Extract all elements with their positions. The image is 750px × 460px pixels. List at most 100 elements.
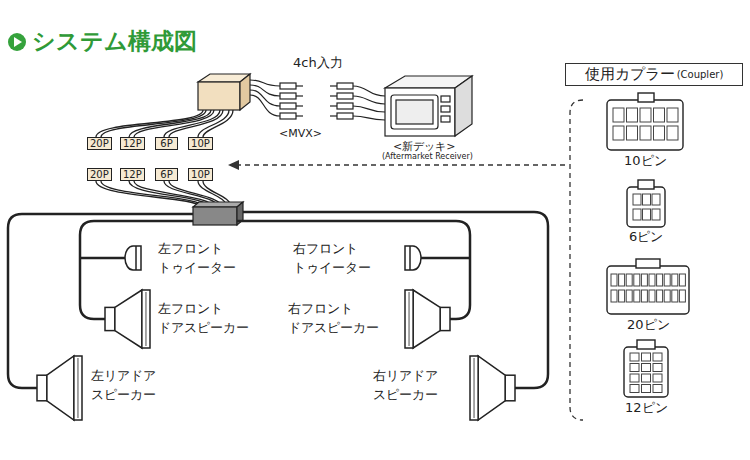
rca-pin	[330, 105, 337, 106]
pin-count: 6ピン	[628, 229, 664, 246]
rca-pin	[330, 85, 337, 86]
rca-plug	[337, 113, 353, 119]
rca-cable	[353, 96, 385, 104]
rca-pin	[330, 95, 337, 96]
pin-cavity	[634, 290, 640, 302]
connector-box: 10P	[188, 168, 213, 181]
pin-cavity	[641, 274, 647, 286]
pin-cavity	[657, 274, 663, 286]
pin-cavity	[654, 126, 665, 140]
pin-cavity	[667, 126, 678, 140]
speaker-label: 右リアドア スピーカー	[372, 367, 439, 405]
pin-cavity	[649, 274, 655, 286]
pin-cavity	[672, 290, 678, 302]
pin-cavity	[664, 274, 670, 286]
speaker-label: 右フロント トゥイーター	[292, 240, 372, 278]
title-icon-arrow	[14, 37, 22, 47]
unit-subname: (Aftermarket Receiver)	[381, 152, 474, 162]
pin-cavity	[642, 364, 651, 372]
connector-label: 12P	[123, 169, 142, 180]
pin-cavity	[642, 385, 651, 393]
connector-box: 6P	[155, 168, 178, 181]
pin-cavity	[634, 274, 640, 286]
rca-pin	[296, 85, 303, 86]
stroke	[405, 290, 413, 348]
rca-plug	[280, 103, 296, 109]
pin-cavity	[630, 385, 639, 393]
connector-label: 12P	[123, 138, 142, 149]
pin-cavity	[611, 274, 617, 286]
pin-cavity	[679, 290, 685, 302]
pin-cavity	[619, 274, 625, 286]
dashed-arrowhead	[228, 160, 239, 170]
rca-cable	[353, 116, 385, 120]
coupler-pins	[611, 108, 685, 393]
input-note: 4ch入力	[292, 55, 344, 72]
rca-plug	[337, 93, 353, 99]
rca-pin	[296, 115, 303, 116]
rca-plug	[280, 113, 296, 119]
speaker-symbol	[105, 290, 150, 348]
junction-box	[193, 202, 243, 225]
pin-cavity	[613, 108, 624, 122]
connector-box: 20P	[87, 137, 112, 150]
pin-cavity	[679, 274, 685, 286]
connector-box: 12P	[120, 137, 145, 150]
rca-cable	[353, 106, 385, 112]
connector-label: 10P	[191, 169, 210, 180]
speakers	[37, 290, 515, 420]
pin-cavity	[619, 290, 625, 302]
rca-cable	[250, 90, 280, 106]
stroke	[142, 290, 150, 348]
stroke	[408, 292, 410, 346]
pin-cavity	[627, 108, 638, 122]
speaker-label: 左フロント トゥイーター	[157, 240, 237, 278]
stroke	[105, 307, 115, 330]
pin-cavity	[627, 126, 638, 140]
pin-cavity	[672, 274, 678, 286]
rca-plug	[280, 83, 296, 89]
diagram-title: システム構成図	[32, 27, 197, 57]
pin-cavity	[630, 364, 639, 372]
speaker-label: 左リアドア スピーカー	[90, 367, 157, 405]
stroke	[145, 292, 147, 346]
pin-cavity	[633, 194, 641, 205]
stroke	[413, 290, 440, 348]
rca-pin	[296, 95, 303, 96]
stroke	[505, 375, 515, 401]
stroke	[74, 356, 82, 420]
pin-cavity	[640, 108, 651, 122]
pin-cavity	[653, 364, 662, 372]
stroke	[47, 356, 74, 420]
stroke	[440, 307, 450, 330]
speaker-label: 左フロント ドアスピーカー	[157, 300, 250, 338]
connector-label: 20P	[90, 138, 109, 149]
stroke	[470, 356, 478, 420]
pin-cavity	[652, 209, 660, 220]
connector-label: 10P	[191, 138, 210, 149]
connector-box: 6P	[155, 137, 178, 150]
pin-cavity	[642, 374, 651, 382]
rca-pin	[296, 105, 303, 106]
speaker-symbol	[405, 290, 450, 348]
pin-cavity	[653, 353, 662, 361]
connector-box: 10P	[188, 137, 213, 150]
speaker-symbol	[470, 356, 515, 420]
harness-wires	[96, 110, 233, 207]
pin-cavity	[664, 290, 670, 302]
pin-cavity	[667, 108, 678, 122]
pin-cavity	[640, 126, 651, 140]
coupler-header: 使用カプラー(Coupler)	[565, 63, 743, 86]
pin-cavity	[642, 353, 651, 361]
rca-cable	[250, 95, 280, 116]
title-icon	[8, 33, 26, 51]
rca-pin	[330, 115, 337, 116]
coupler-drawings	[607, 93, 689, 397]
stroke	[37, 375, 47, 401]
pin-cavity	[611, 290, 617, 302]
pin-cavity	[641, 290, 647, 302]
receiver-unit	[385, 76, 472, 136]
speaker-symbol	[37, 356, 82, 420]
panel-subheading: (Coupler)	[677, 69, 724, 80]
